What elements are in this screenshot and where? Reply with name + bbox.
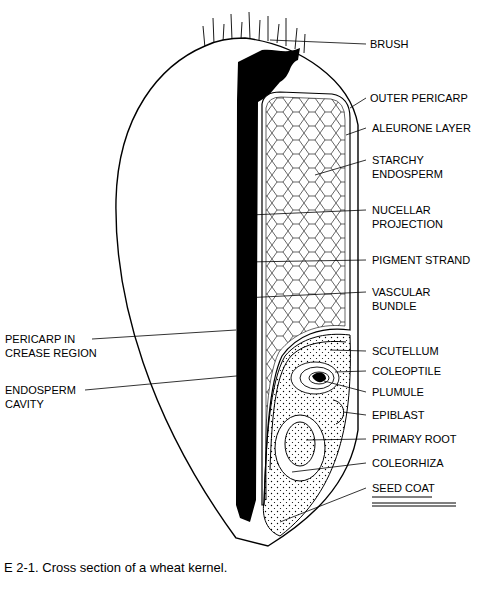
embryo: [263, 334, 350, 536]
part-label: SCUTELLUM: [372, 344, 497, 358]
part-label: NUCELLAR PROJECTION: [372, 203, 462, 231]
epiblast: [333, 400, 344, 424]
part-label: EPIBLAST: [372, 408, 497, 422]
part-label: SEED COAT: [372, 481, 497, 495]
plumule: [312, 372, 326, 382]
part-label: COLEOPTILE: [372, 364, 497, 378]
part-label: PLUMULE: [372, 385, 497, 399]
leader-lines: [85, 40, 366, 522]
part-label: OUTER PERICARP: [370, 91, 495, 105]
part-label: VASCULAR BUNDLE: [372, 285, 452, 313]
seed-coat-rules: [372, 497, 456, 506]
part-label: ENDOSPERM CAVITY: [5, 383, 90, 411]
part-label: COLEORHIZA: [372, 456, 497, 470]
part-label: BRUSH: [370, 37, 480, 51]
part-label: ALEURONE LAYER: [372, 121, 497, 135]
primary-root: [285, 422, 315, 466]
figure-caption: E 2-1. Cross section of a wheat kernel.: [4, 560, 494, 576]
part-label: STARCHY ENDOSPERM: [372, 153, 454, 181]
part-label: PERICARP IN CREASE REGION: [5, 332, 105, 360]
part-label: PRIMARY ROOT: [372, 432, 497, 446]
part-label: PIGMENT STRAND: [372, 253, 497, 267]
coleoptile: [291, 362, 339, 394]
outer-pericarp: [116, 38, 358, 546]
